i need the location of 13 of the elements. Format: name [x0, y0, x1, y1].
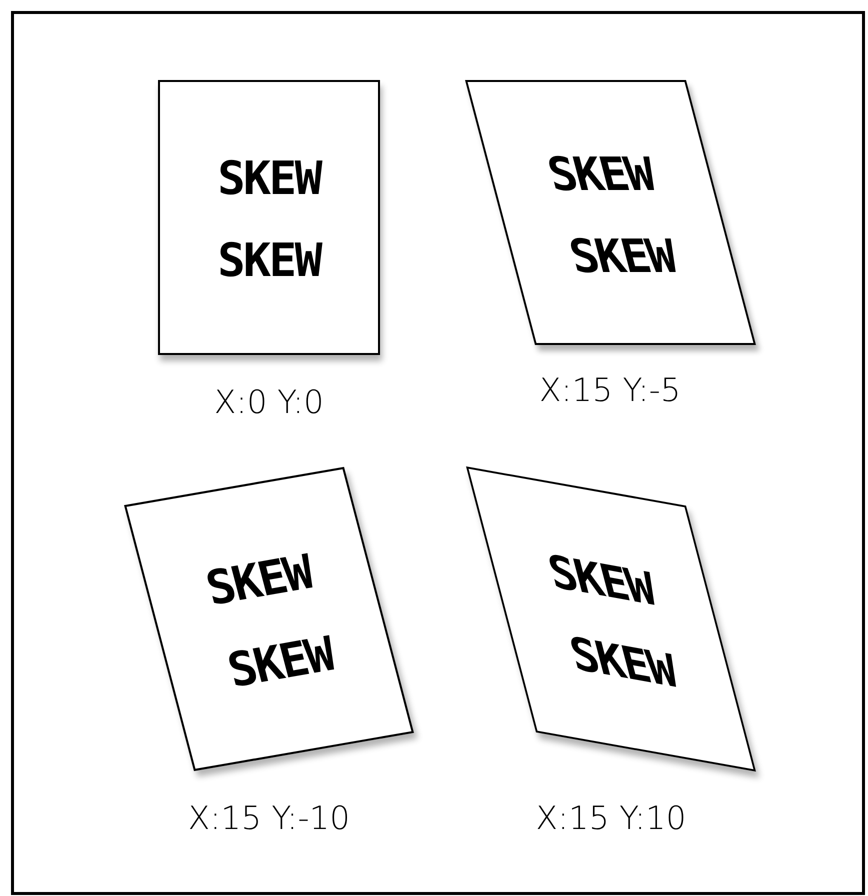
skew-caption: X:15 Y:10: [534, 798, 688, 838]
card-text: SKEW: [216, 235, 322, 285]
skew-caption: X:0 Y:0: [213, 382, 325, 422]
skewed-card: [158, 80, 380, 354]
skew-caption: X:15 Y:-5: [538, 370, 682, 410]
card-text: SKEW: [562, 624, 682, 700]
card-text: SKEW: [216, 153, 322, 203]
skew-caption: X:15 Y:-10: [187, 798, 351, 838]
card-text: SKEW: [540, 148, 660, 198]
card-text: SKEW: [541, 542, 660, 618]
card-text: SKEW: [562, 230, 681, 280]
card-text: SKEW: [220, 625, 340, 700]
card-text: SKEW: [199, 543, 318, 618]
